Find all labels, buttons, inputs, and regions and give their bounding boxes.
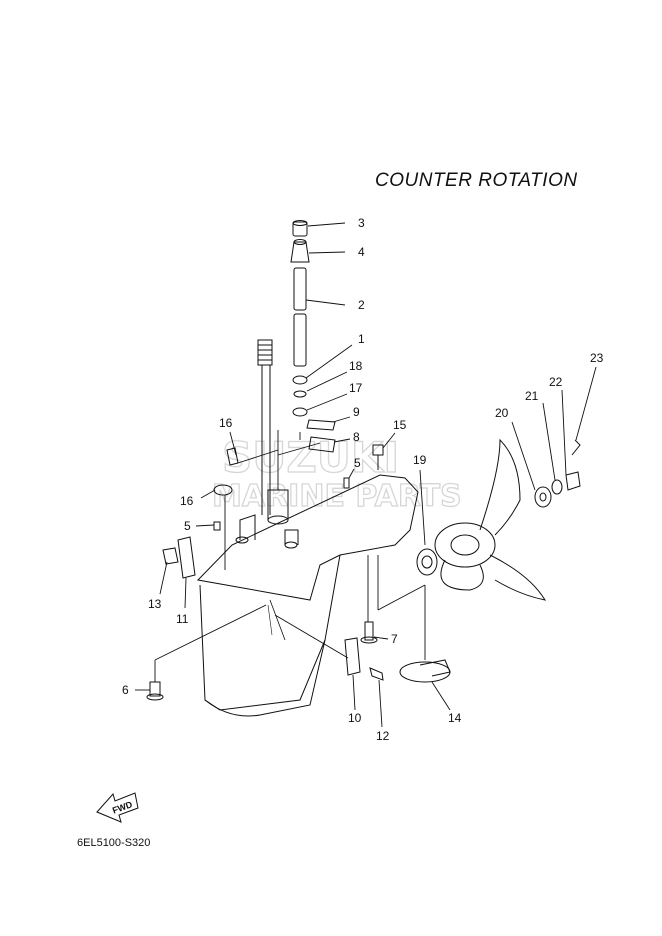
callout-21: 21 (525, 389, 539, 403)
watermark-line2: MARINE PARTS (212, 479, 462, 514)
callout-9: 9 (353, 405, 360, 419)
leader-lines (135, 222, 597, 728)
callout-8: 8 (353, 430, 360, 444)
callout-22: 22 (549, 375, 563, 389)
callout-5-left: 5 (184, 519, 191, 533)
callout-17: 17 (349, 381, 363, 395)
watermark: SUZUKI MARINE PARTS (211, 432, 462, 514)
callout-10: 10 (348, 711, 362, 725)
callout-14: 14 (448, 711, 462, 725)
callout-2: 2 (358, 298, 365, 312)
callout-16-bottom: 16 (180, 494, 194, 508)
shift-rod-assembly (290, 220, 336, 453)
diagram-code: 6EL5100-S320 (77, 837, 151, 849)
callout-labels: 3 4 2 1 18 17 9 8 15 5 19 16 16 5 13 11 … (122, 216, 604, 743)
propeller (416, 438, 581, 601)
callout-3: 3 (358, 216, 365, 230)
callout-5-top: 5 (354, 456, 361, 470)
lower-unit-housing (196, 474, 419, 717)
fwd-arrow-icon (96, 792, 139, 823)
callout-13: 13 (148, 597, 162, 611)
callout-6: 6 (122, 683, 129, 697)
callout-23: 23 (590, 351, 604, 365)
callout-18: 18 (349, 359, 363, 373)
callout-7: 7 (391, 632, 398, 646)
diagram-title: COUNTER ROTATION (375, 170, 578, 191)
callout-4: 4 (358, 245, 365, 259)
trim-tab-anode (399, 659, 451, 683)
callout-12: 12 (376, 729, 390, 743)
callout-15: 15 (393, 418, 407, 432)
callout-16-top: 16 (219, 416, 233, 430)
callout-20: 20 (495, 406, 509, 420)
callout-19: 19 (413, 453, 427, 467)
callout-11: 11 (176, 612, 189, 626)
callout-1: 1 (358, 332, 365, 346)
drive-shaft (257, 339, 273, 515)
